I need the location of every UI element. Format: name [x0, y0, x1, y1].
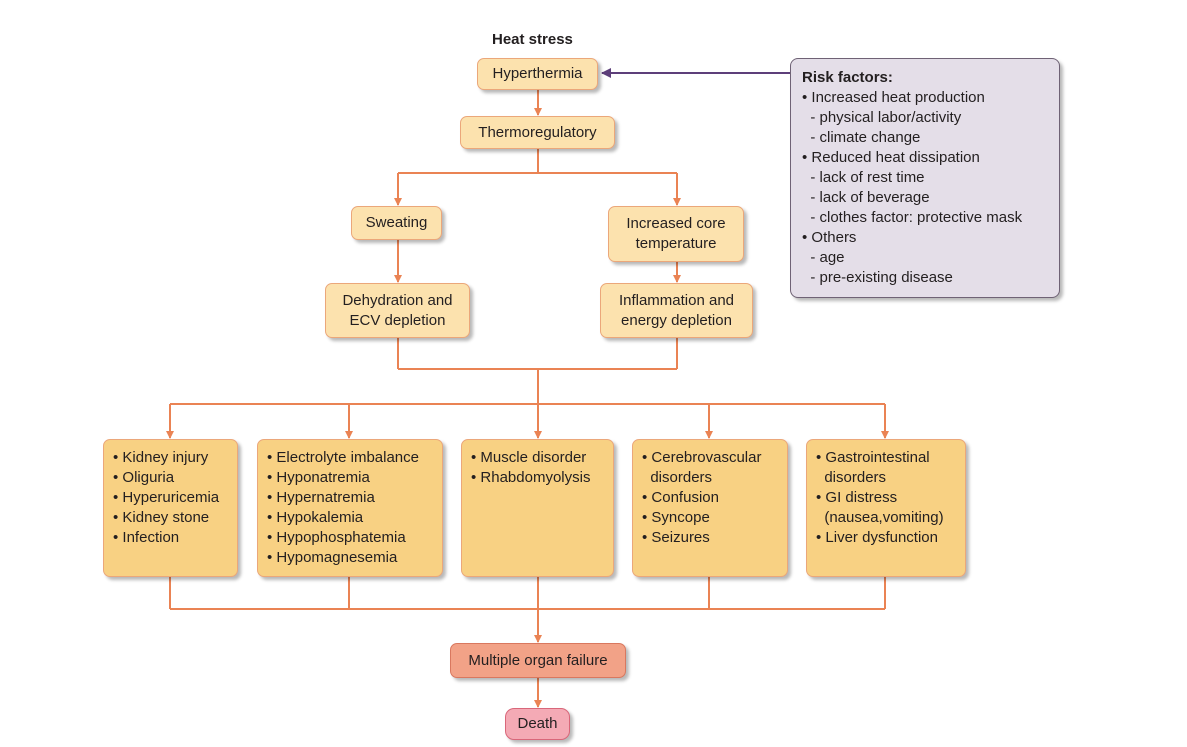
- risk-line: - climate change: [802, 129, 921, 146]
- outcome-item: • Muscle disorder: [471, 449, 587, 466]
- risk-line: - physical labor/activity: [802, 109, 962, 126]
- outcome-item: • Kidney stone: [113, 509, 210, 526]
- risk-factors-panel: Risk factors: • Increased heat productio…: [790, 58, 1060, 298]
- node-sweating: Sweating: [351, 206, 442, 240]
- risk-factors-heading: Risk factors:: [802, 69, 893, 86]
- outcome-electrolyte: • Electrolyte imbalance • Hyponatremia •…: [257, 439, 443, 577]
- outcome-item: • Electrolyte imbalance: [267, 449, 419, 466]
- outcome-cerebrovascular: • Cerebrovascular disorders • Confusion …: [632, 439, 788, 577]
- outcome-item: • Confusion: [642, 489, 719, 506]
- outcome-item: • Hypophosphatemia: [267, 529, 406, 546]
- outcome-item: • Rhabdomyolysis: [471, 469, 591, 486]
- outcome-item: • Liver dysfunction: [816, 529, 938, 546]
- outcome-item: disorders: [816, 469, 887, 486]
- outcome-item: • Syncope: [642, 509, 710, 526]
- risk-line: - lack of beverage: [802, 189, 930, 206]
- outcome-item: • Hyponatremia: [267, 469, 370, 486]
- outcome-gastrointestinal: • Gastrointestinal disorders • GI distre…: [806, 439, 966, 577]
- outcome-item: • GI distress: [816, 489, 898, 506]
- node-inflammation: Inflammation and energy depletion: [600, 283, 753, 338]
- node-hyperthermia: Hyperthermia: [477, 58, 598, 90]
- diagram-title: Heat stress: [492, 31, 573, 48]
- node-thermoregulatory: Thermoregulatory: [460, 116, 615, 149]
- outcome-item: • Kidney injury: [113, 449, 209, 466]
- risk-line: - age: [802, 249, 845, 266]
- outcome-item: • Cerebrovascular: [642, 449, 762, 466]
- node-multiple-organ-failure: Multiple organ failure: [450, 643, 626, 678]
- risk-line: • Others: [802, 229, 857, 246]
- risk-line: - clothes factor: protective mask: [802, 209, 1023, 226]
- outcome-item: • Seizures: [642, 529, 710, 546]
- outcome-item: • Infection: [113, 529, 180, 546]
- core-temp-line-1: Increased core: [626, 215, 726, 232]
- outcome-muscle: • Muscle disorder • Rhabdomyolysis: [461, 439, 614, 577]
- outcome-item: disorders: [642, 469, 713, 486]
- outcome-item: • Hypokalemia: [267, 509, 364, 526]
- outcome-item: • Gastrointestinal: [816, 449, 930, 466]
- outcome-kidney: • Kidney injury • Oliguria • Hyperuricem…: [103, 439, 238, 577]
- inflammation-line-2: energy depletion: [621, 311, 732, 329]
- dehydration-line-1: Dehydration and: [342, 291, 453, 309]
- outcome-item: • Hypomagnesemia: [267, 549, 398, 566]
- dehydration-line-2: ECV depletion: [349, 311, 446, 329]
- node-death: Death: [505, 708, 570, 740]
- outcome-item: • Hyperuricemia: [113, 489, 220, 506]
- risk-line: • Reduced heat dissipation: [802, 149, 980, 166]
- node-dehydration: Dehydration and ECV depletion: [325, 283, 470, 338]
- outcome-item: • Hypernatremia: [267, 489, 375, 506]
- node-increased-core-temperature: Increased core temperature: [608, 206, 744, 262]
- risk-line: - lack of rest time: [802, 169, 925, 186]
- risk-line: • Increased heat production: [802, 89, 985, 106]
- inflammation-line-1: Inflammation and: [618, 291, 735, 309]
- outcome-item: (nausea,vomiting): [816, 509, 944, 526]
- risk-line: - pre-existing disease: [802, 269, 953, 286]
- core-temp-line-2: temperature: [635, 235, 717, 252]
- outcome-item: • Oliguria: [113, 469, 175, 486]
